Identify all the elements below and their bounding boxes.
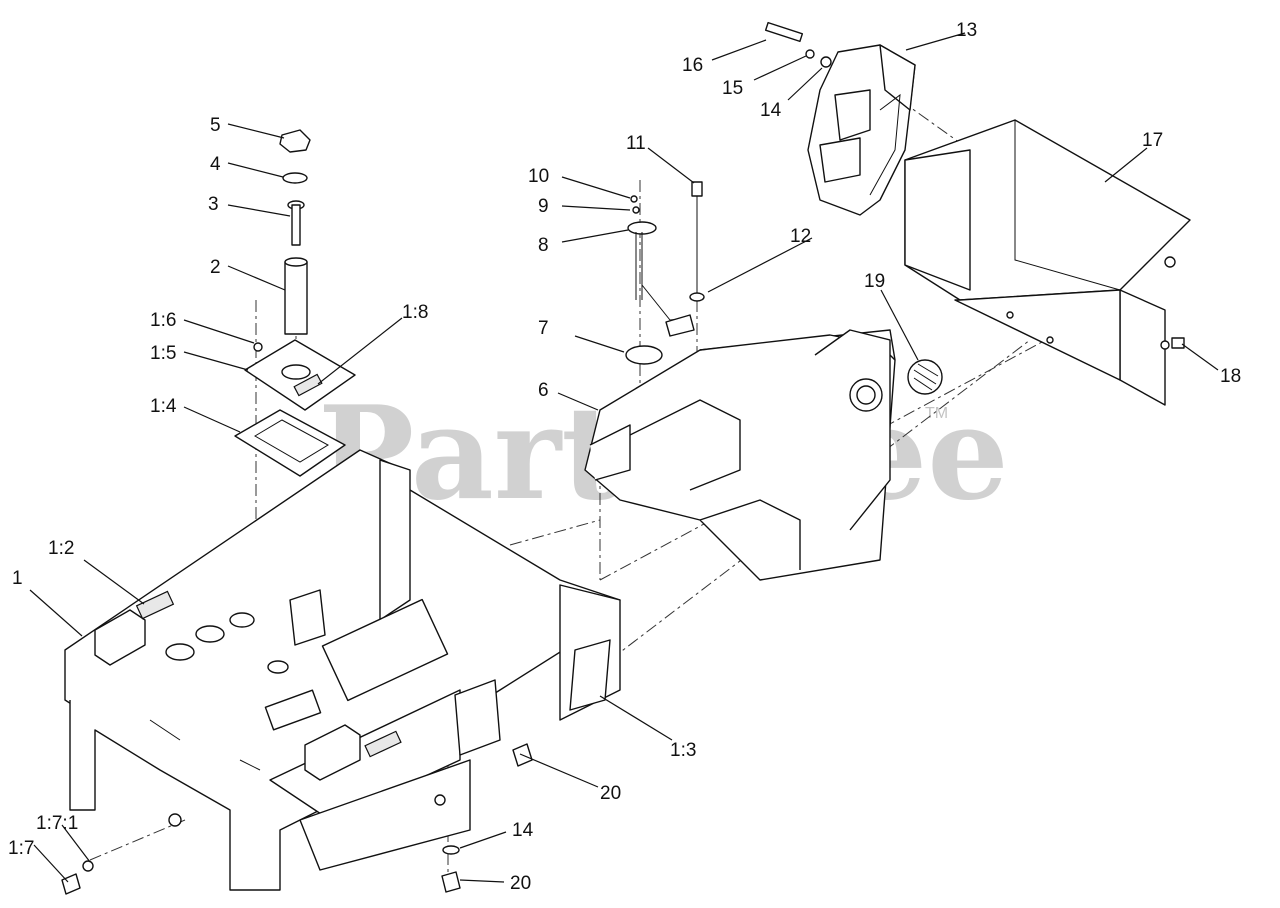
main-frame-part-1	[64, 449, 621, 891]
callout-20-mid: 20	[600, 783, 621, 804]
callout-4: 4	[210, 154, 221, 175]
callout-1-4: 1:4	[150, 396, 177, 417]
callout-17: 17	[1142, 130, 1163, 151]
callout-1-8: 1:8	[402, 302, 428, 323]
callout-14-top: 14	[760, 100, 782, 121]
callout-3: 3	[208, 194, 219, 215]
tank-support-part-13	[807, 44, 916, 216]
fuel-tank-part-6	[584, 329, 896, 581]
shield-part-17	[904, 119, 1191, 406]
callout-14-bottom: 14	[512, 820, 534, 841]
fuel-cap-part-19	[907, 359, 943, 395]
leader-lines	[29, 32, 1219, 883]
mounting-plate-and-gasket	[234, 339, 356, 477]
callout-labels: 5 4 3 2 1:6 1:5 1:8 1:4 1:2 1 1:7:1 1:7 …	[8, 20, 1241, 894]
callout-1-7: 1:7	[8, 838, 34, 859]
callout-1-3: 1:3	[670, 740, 696, 761]
filler-neck-assembly	[279, 129, 311, 335]
callout-15: 15	[722, 78, 743, 99]
callout-8: 8	[538, 235, 549, 256]
callout-19: 19	[864, 271, 885, 292]
callout-9: 9	[538, 196, 549, 217]
callout-10: 10	[528, 166, 549, 187]
callout-12: 12	[790, 226, 811, 247]
callout-1-5: 1:5	[150, 343, 176, 364]
callout-1: 1	[12, 568, 23, 589]
callout-20-bottom: 20	[510, 873, 531, 894]
callout-1-6: 1:6	[150, 310, 176, 331]
tank-support-hardware	[764, 21, 832, 68]
callout-5: 5	[210, 115, 221, 136]
callout-13: 13	[956, 20, 977, 41]
fuel-sender-assembly	[627, 181, 705, 337]
callout-11: 11	[626, 133, 646, 154]
callout-7: 7	[538, 318, 549, 339]
callout-2: 2	[210, 257, 221, 278]
callout-1-7-1: 1:7:1	[36, 813, 78, 834]
watermark-trademark: TM	[925, 405, 948, 422]
callout-6: 6	[538, 380, 549, 401]
callout-16: 16	[682, 55, 703, 76]
callout-1-2: 1:2	[48, 538, 74, 559]
callout-18: 18	[1220, 366, 1241, 387]
